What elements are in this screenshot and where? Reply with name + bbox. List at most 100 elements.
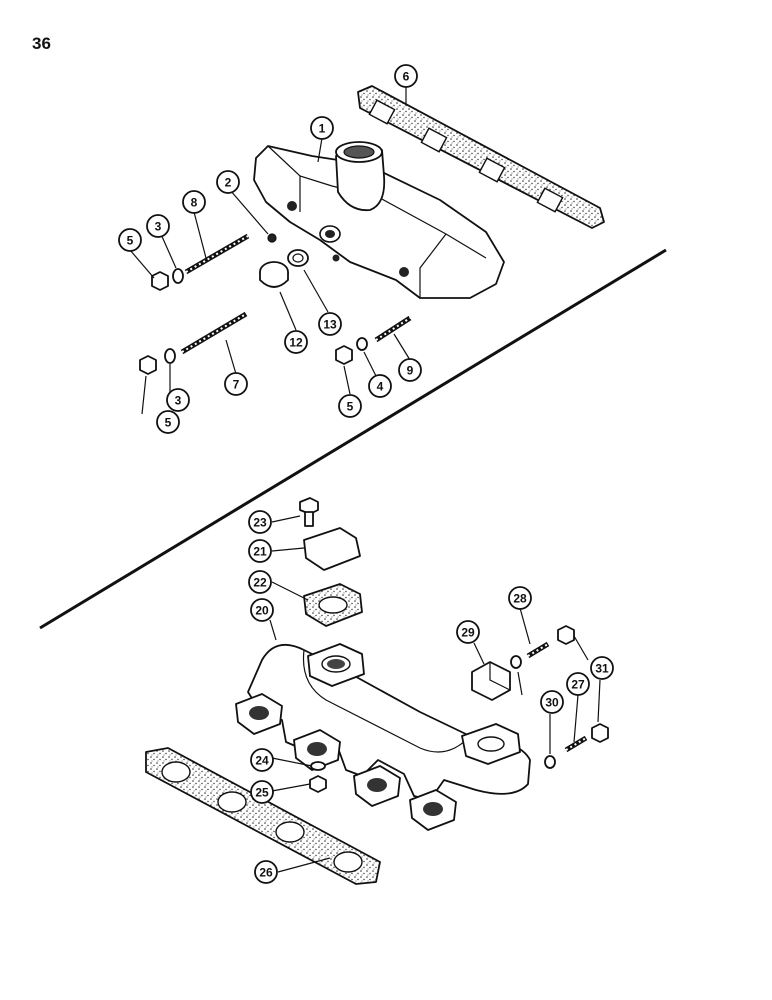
washer-30-upper: [510, 655, 522, 669]
callout-26: 26: [254, 860, 278, 884]
leader-lines: [129, 86, 601, 873]
callout-circle: [338, 394, 362, 418]
callout-circle: [284, 330, 308, 354]
callout-circle: [248, 510, 272, 534]
callout-label: 5: [347, 400, 354, 414]
callout-label: 13: [323, 318, 337, 332]
lock-washer-upper: [172, 268, 184, 284]
callout-24: 24: [250, 748, 274, 772]
cover-gasket: [303, 583, 363, 627]
callout-circle: [250, 598, 274, 622]
callout-7: 7: [224, 372, 248, 396]
callout-8: 8: [182, 190, 206, 214]
callout-12: 12: [284, 330, 308, 354]
callout-circle: [146, 214, 170, 238]
callout-label: 1: [319, 122, 326, 136]
callout-22: 22: [248, 570, 272, 594]
washer-24: [310, 761, 326, 771]
callout-circle: [166, 388, 190, 412]
callout-23: 23: [248, 510, 272, 534]
callout-circle: [182, 190, 206, 214]
upper-gasket: [357, 85, 605, 229]
callout-circle: [394, 64, 418, 88]
callout-circle: [156, 410, 180, 434]
callout-29: 29: [456, 620, 480, 644]
exhaust-gasket: [145, 747, 381, 885]
block-off-plate: [471, 661, 511, 701]
callout-circle: [248, 570, 272, 594]
callout-circle: [250, 780, 274, 804]
callout-circle: [566, 672, 590, 696]
callout-3: 3: [166, 388, 190, 412]
callout-6: 6: [394, 64, 418, 88]
washer-13: [287, 249, 309, 267]
callout-5: 5: [118, 228, 142, 252]
callout-circle: [398, 358, 422, 382]
callout-label: 6: [403, 70, 410, 84]
nut-31-upper: [557, 625, 575, 645]
callout-label: 29: [461, 626, 475, 640]
callout-circle: [508, 586, 532, 610]
callout-3: 3: [146, 214, 170, 238]
callout-label: 3: [155, 220, 162, 234]
callout-9: 9: [398, 358, 422, 382]
callout-label: 20: [255, 604, 269, 618]
callout-28: 28: [508, 586, 532, 610]
callout-label: 24: [255, 754, 269, 768]
nut-25: [309, 775, 327, 793]
callout-circle: [368, 374, 392, 398]
callout-circle: [216, 170, 240, 194]
callout-21: 21: [248, 539, 272, 563]
callout-label: 27: [571, 678, 585, 692]
callout-30: 30: [540, 690, 564, 714]
lock-washer-lower: [164, 348, 176, 364]
callout-label: 12: [289, 336, 303, 350]
callout-label: 7: [233, 378, 240, 392]
callout-circle: [254, 860, 278, 884]
divider-line: [39, 248, 667, 630]
callout-circle: [118, 228, 142, 252]
callout-2: 2: [216, 170, 240, 194]
callout-label: 3: [175, 394, 182, 408]
callout-circle: [250, 748, 274, 772]
stud-9: [374, 315, 412, 343]
callout-circle: [224, 372, 248, 396]
callout-label: 4: [377, 380, 384, 394]
nut-upper: [151, 271, 169, 291]
callout-circle: [590, 656, 614, 680]
callout-circle: [310, 116, 334, 140]
cover-plate: [303, 527, 361, 571]
callout-circle: [318, 312, 342, 336]
washer-30-lower: [544, 755, 556, 769]
callout-1: 1: [310, 116, 334, 140]
plug: [259, 261, 289, 288]
callout-label: 5: [127, 234, 134, 248]
nut-31-lower: [591, 723, 609, 743]
stud-28: [526, 641, 550, 659]
callout-label: 25: [255, 786, 269, 800]
exhaust-manifold: [235, 643, 531, 831]
callout-circle: [248, 539, 272, 563]
stud-7: [180, 311, 248, 355]
callout-label: 5: [165, 416, 172, 430]
callout-27: 27: [566, 672, 590, 696]
callout-label: 23: [253, 516, 267, 530]
bolt-23: [299, 497, 319, 527]
callout-20: 20: [250, 598, 274, 622]
callout-label: 8: [191, 196, 198, 210]
callout-25: 25: [250, 780, 274, 804]
callout-label: 26: [259, 866, 273, 880]
callout-label: 31: [595, 662, 609, 676]
callout-circle: [540, 690, 564, 714]
callout-31: 31: [590, 656, 614, 680]
callout-label: 22: [253, 576, 267, 590]
callout-13: 13: [318, 312, 342, 336]
callout-4: 4: [368, 374, 392, 398]
stud-27: [564, 735, 588, 753]
callout-circle: [456, 620, 480, 644]
washer-4: [356, 337, 368, 351]
callout-label: 2: [225, 176, 232, 190]
callout-label: 28: [513, 592, 527, 606]
